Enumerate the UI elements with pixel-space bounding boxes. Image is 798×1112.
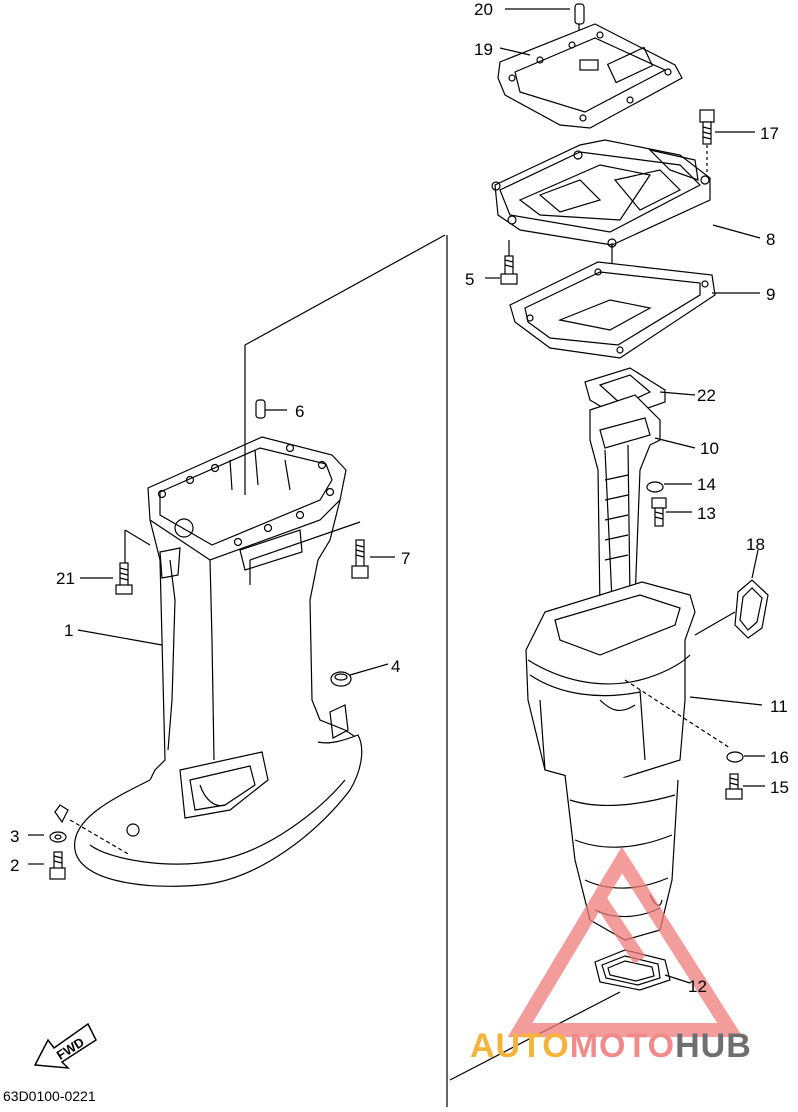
fwd-arrow bbox=[33, 1022, 97, 1069]
watermark-triangle bbox=[507, 846, 743, 1037]
callout-3: 3 bbox=[10, 827, 19, 846]
watermark-part-auto: AUTO bbox=[470, 1027, 570, 1065]
gasket-12 bbox=[594, 949, 671, 991]
gasket-19 bbox=[497, 23, 683, 129]
callout-21: 21 bbox=[56, 569, 75, 588]
callout-22: 22 bbox=[697, 386, 716, 405]
bolt-15 bbox=[725, 773, 743, 800]
washer-14 bbox=[646, 481, 664, 493]
grommet-4 bbox=[330, 671, 352, 687]
drawing-code: 63D0100-0221 bbox=[3, 1088, 96, 1104]
callout-17: 17 bbox=[760, 124, 779, 143]
bolt-2 bbox=[49, 851, 66, 880]
callout-4: 4 bbox=[391, 657, 400, 676]
callout-12: 12 bbox=[688, 977, 707, 996]
callout-13: 13 bbox=[697, 504, 716, 523]
callout-18: 18 bbox=[746, 535, 765, 554]
washer-16 bbox=[726, 751, 744, 763]
callout-2: 2 bbox=[10, 856, 19, 875]
watermark-part-hub: HUB bbox=[675, 1027, 752, 1065]
callout-16: 16 bbox=[770, 748, 789, 767]
watermark-text: AUTOMOTOHUB bbox=[470, 1027, 752, 1065]
washer-3 bbox=[49, 831, 67, 843]
exhaust-pipe-10 bbox=[589, 394, 661, 611]
callout-labels: 1 2 3 4 5 6 7 8 9 10 11 12 13 14 15 16 1… bbox=[10, 0, 789, 996]
callout-1: 1 bbox=[64, 621, 73, 640]
gasket-9 bbox=[509, 261, 716, 359]
callout-7: 7 bbox=[401, 549, 410, 568]
watermark-part-moto: MOTO bbox=[570, 1027, 675, 1065]
callout-11: 11 bbox=[770, 697, 788, 716]
bolt-17 bbox=[699, 109, 715, 145]
dowel-pin-6 bbox=[255, 399, 266, 419]
callout-8: 8 bbox=[766, 230, 775, 249]
exhaust-guide-8 bbox=[491, 139, 711, 248]
bolt-5 bbox=[500, 255, 518, 285]
callout-10: 10 bbox=[700, 439, 719, 458]
callout-19: 19 bbox=[474, 40, 493, 59]
callout-14: 14 bbox=[697, 475, 716, 494]
bolt-20 bbox=[574, 3, 585, 25]
callout-6: 6 bbox=[295, 402, 304, 421]
upper-casing bbox=[74, 436, 363, 887]
callout-20: 20 bbox=[474, 0, 493, 19]
callout-5: 5 bbox=[465, 270, 474, 289]
bolt-21 bbox=[115, 562, 133, 595]
seal-18 bbox=[734, 579, 769, 639]
bolt-7 bbox=[351, 539, 369, 579]
callout-9: 9 bbox=[766, 285, 775, 304]
bolt-13 bbox=[651, 497, 667, 527]
callout-15: 15 bbox=[770, 778, 789, 797]
